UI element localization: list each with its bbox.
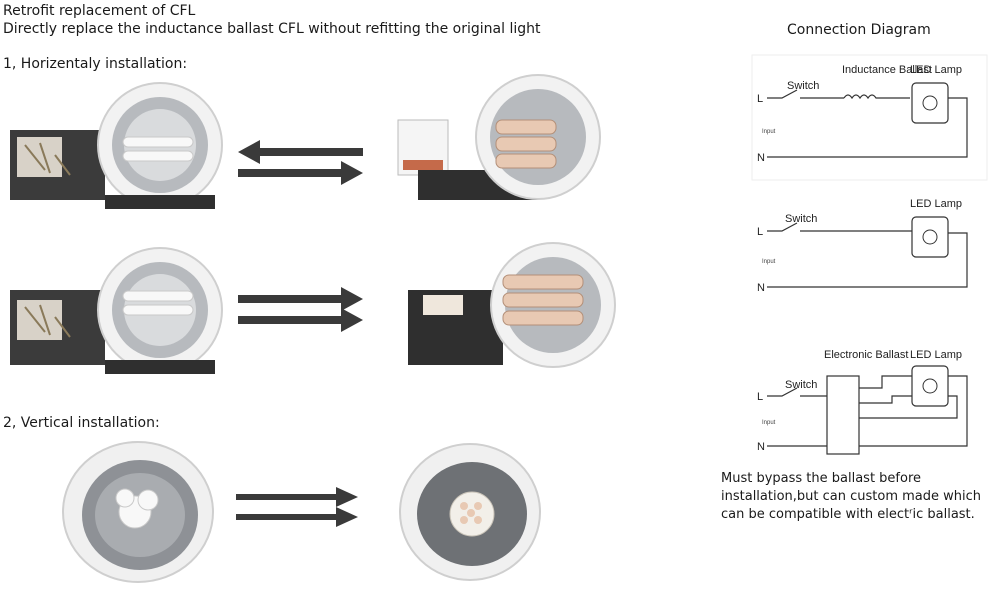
diagram-panel-inductance: L N Input Switch Inductance Ballast LED … xyxy=(751,54,988,181)
live-label: L xyxy=(757,391,763,403)
led-fixture-photo-1 xyxy=(397,74,601,200)
page-title: Retrofit replacement of CFL xyxy=(3,3,196,19)
lamp-label: LED Lamp xyxy=(910,349,962,361)
led-vertical-photo xyxy=(399,443,541,581)
cfl-fixture-photo-2 xyxy=(10,247,223,374)
swap-arrows-1 xyxy=(238,140,363,185)
cfl-vertical-photo xyxy=(62,441,214,583)
replace-arrows-3 xyxy=(236,487,358,527)
cfl-fixture-photo-1 xyxy=(10,82,223,209)
neutral-label: N xyxy=(757,282,765,294)
diagram-panel-electronic: L N Input Switch Electronic Ballast LED … xyxy=(757,349,968,455)
input-label: Input xyxy=(762,129,776,135)
switch-label: Switch xyxy=(787,80,819,92)
led-fixture-photo-2 xyxy=(408,242,616,368)
replace-arrows-2 xyxy=(238,287,363,332)
lamp-label: LED Lamp xyxy=(910,64,962,76)
section-horizontal-label: 1, Horizentaly installation: xyxy=(3,56,188,72)
live-label: L xyxy=(757,93,763,105)
neutral-label: N xyxy=(757,441,765,453)
switch-label: Switch xyxy=(785,213,817,225)
live-label: L xyxy=(757,226,763,238)
ballast-label: Electronic Ballast xyxy=(824,349,908,361)
ballast-label: Inductance Ballast xyxy=(842,64,932,76)
page-subtitle: Directly replace the inductance ballast … xyxy=(3,21,541,37)
bypass-note: Must bypass the ballast before installat… xyxy=(721,471,982,522)
section-vertical-label: 2, Vertical installation: xyxy=(3,415,160,431)
diagram-title: Connection Diagram xyxy=(787,22,931,38)
input-label: Input xyxy=(762,259,776,265)
lamp-label: LED Lamp xyxy=(910,198,962,210)
input-label: Input xyxy=(762,420,776,426)
neutral-label: N xyxy=(757,152,765,164)
diagram-panel-direct: L N Input Switch LED Lamp xyxy=(757,198,968,294)
switch-label: Switch xyxy=(785,379,817,391)
